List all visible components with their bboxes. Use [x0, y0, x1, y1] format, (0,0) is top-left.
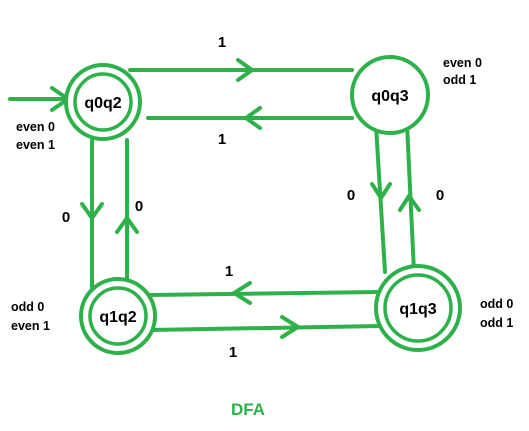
note-q0q3: even 0 odd 1 — [443, 56, 482, 87]
note-q1q2-line-2: even 1 — [11, 319, 50, 333]
edge-q1q3-to-q1q2 — [148, 281, 382, 305]
label-q0q3-to-q0q2: 1 — [218, 131, 226, 148]
note-q0q2-line-2: even 1 — [16, 138, 55, 152]
edge-q1q2-to-q0q2 — [115, 138, 139, 290]
state-q0q2-label: q0q2 — [84, 95, 121, 112]
note-q1q3: odd 0 odd 1 — [480, 297, 513, 330]
note-q0q3-line-1: even 0 — [443, 56, 482, 70]
label-q0q2-to-q1q2: 0 — [62, 209, 70, 226]
note-q1q3-line-1: odd 0 — [480, 297, 513, 311]
note-q0q2: even 0 even 1 — [16, 120, 55, 152]
label-q1q3-to-q0q3: 0 — [436, 187, 444, 204]
state-q1q3-label: q1q3 — [399, 301, 436, 318]
note-q0q2-line-1: even 0 — [16, 120, 55, 134]
state-q0q3-label: q0q3 — [371, 88, 408, 105]
start-arrow — [8, 86, 72, 112]
label-q0q2-to-q0q3: 1 — [218, 34, 226, 51]
edge-q0q2-to-q1q2 — [80, 138, 104, 290]
note-q1q3-line-2: odd 1 — [480, 316, 513, 330]
note-q0q3-line-2: odd 1 — [443, 73, 476, 87]
label-q1q2-to-q0q2: 0 — [135, 198, 143, 215]
label-q1q2-to-q1q3: 1 — [229, 344, 237, 361]
diagram-title: DFA — [231, 400, 265, 419]
edge-q0q3-to-q1q3 — [370, 124, 392, 274]
edge-q1q2-to-q1q3 — [148, 315, 382, 339]
edge-q0q2-to-q0q3 — [128, 58, 354, 82]
edge-q0q3-to-q0q2 — [146, 106, 354, 130]
state-q1q3: q1q3 — [374, 264, 462, 352]
note-q1q2: odd 0 even 1 — [11, 300, 50, 333]
note-q1q2-line-1: odd 0 — [11, 300, 44, 314]
label-q0q3-to-q1q3: 0 — [347, 187, 355, 204]
state-q1q2-label: q1q2 — [99, 309, 136, 326]
state-q0q2: q0q2 — [64, 63, 142, 141]
edge-q1q3-to-q0q3 — [398, 122, 421, 274]
state-q1q2: q1q2 — [79, 277, 157, 355]
state-q0q3: q0q3 — [350, 55, 430, 135]
label-q1q3-to-q1q2: 1 — [225, 263, 233, 280]
